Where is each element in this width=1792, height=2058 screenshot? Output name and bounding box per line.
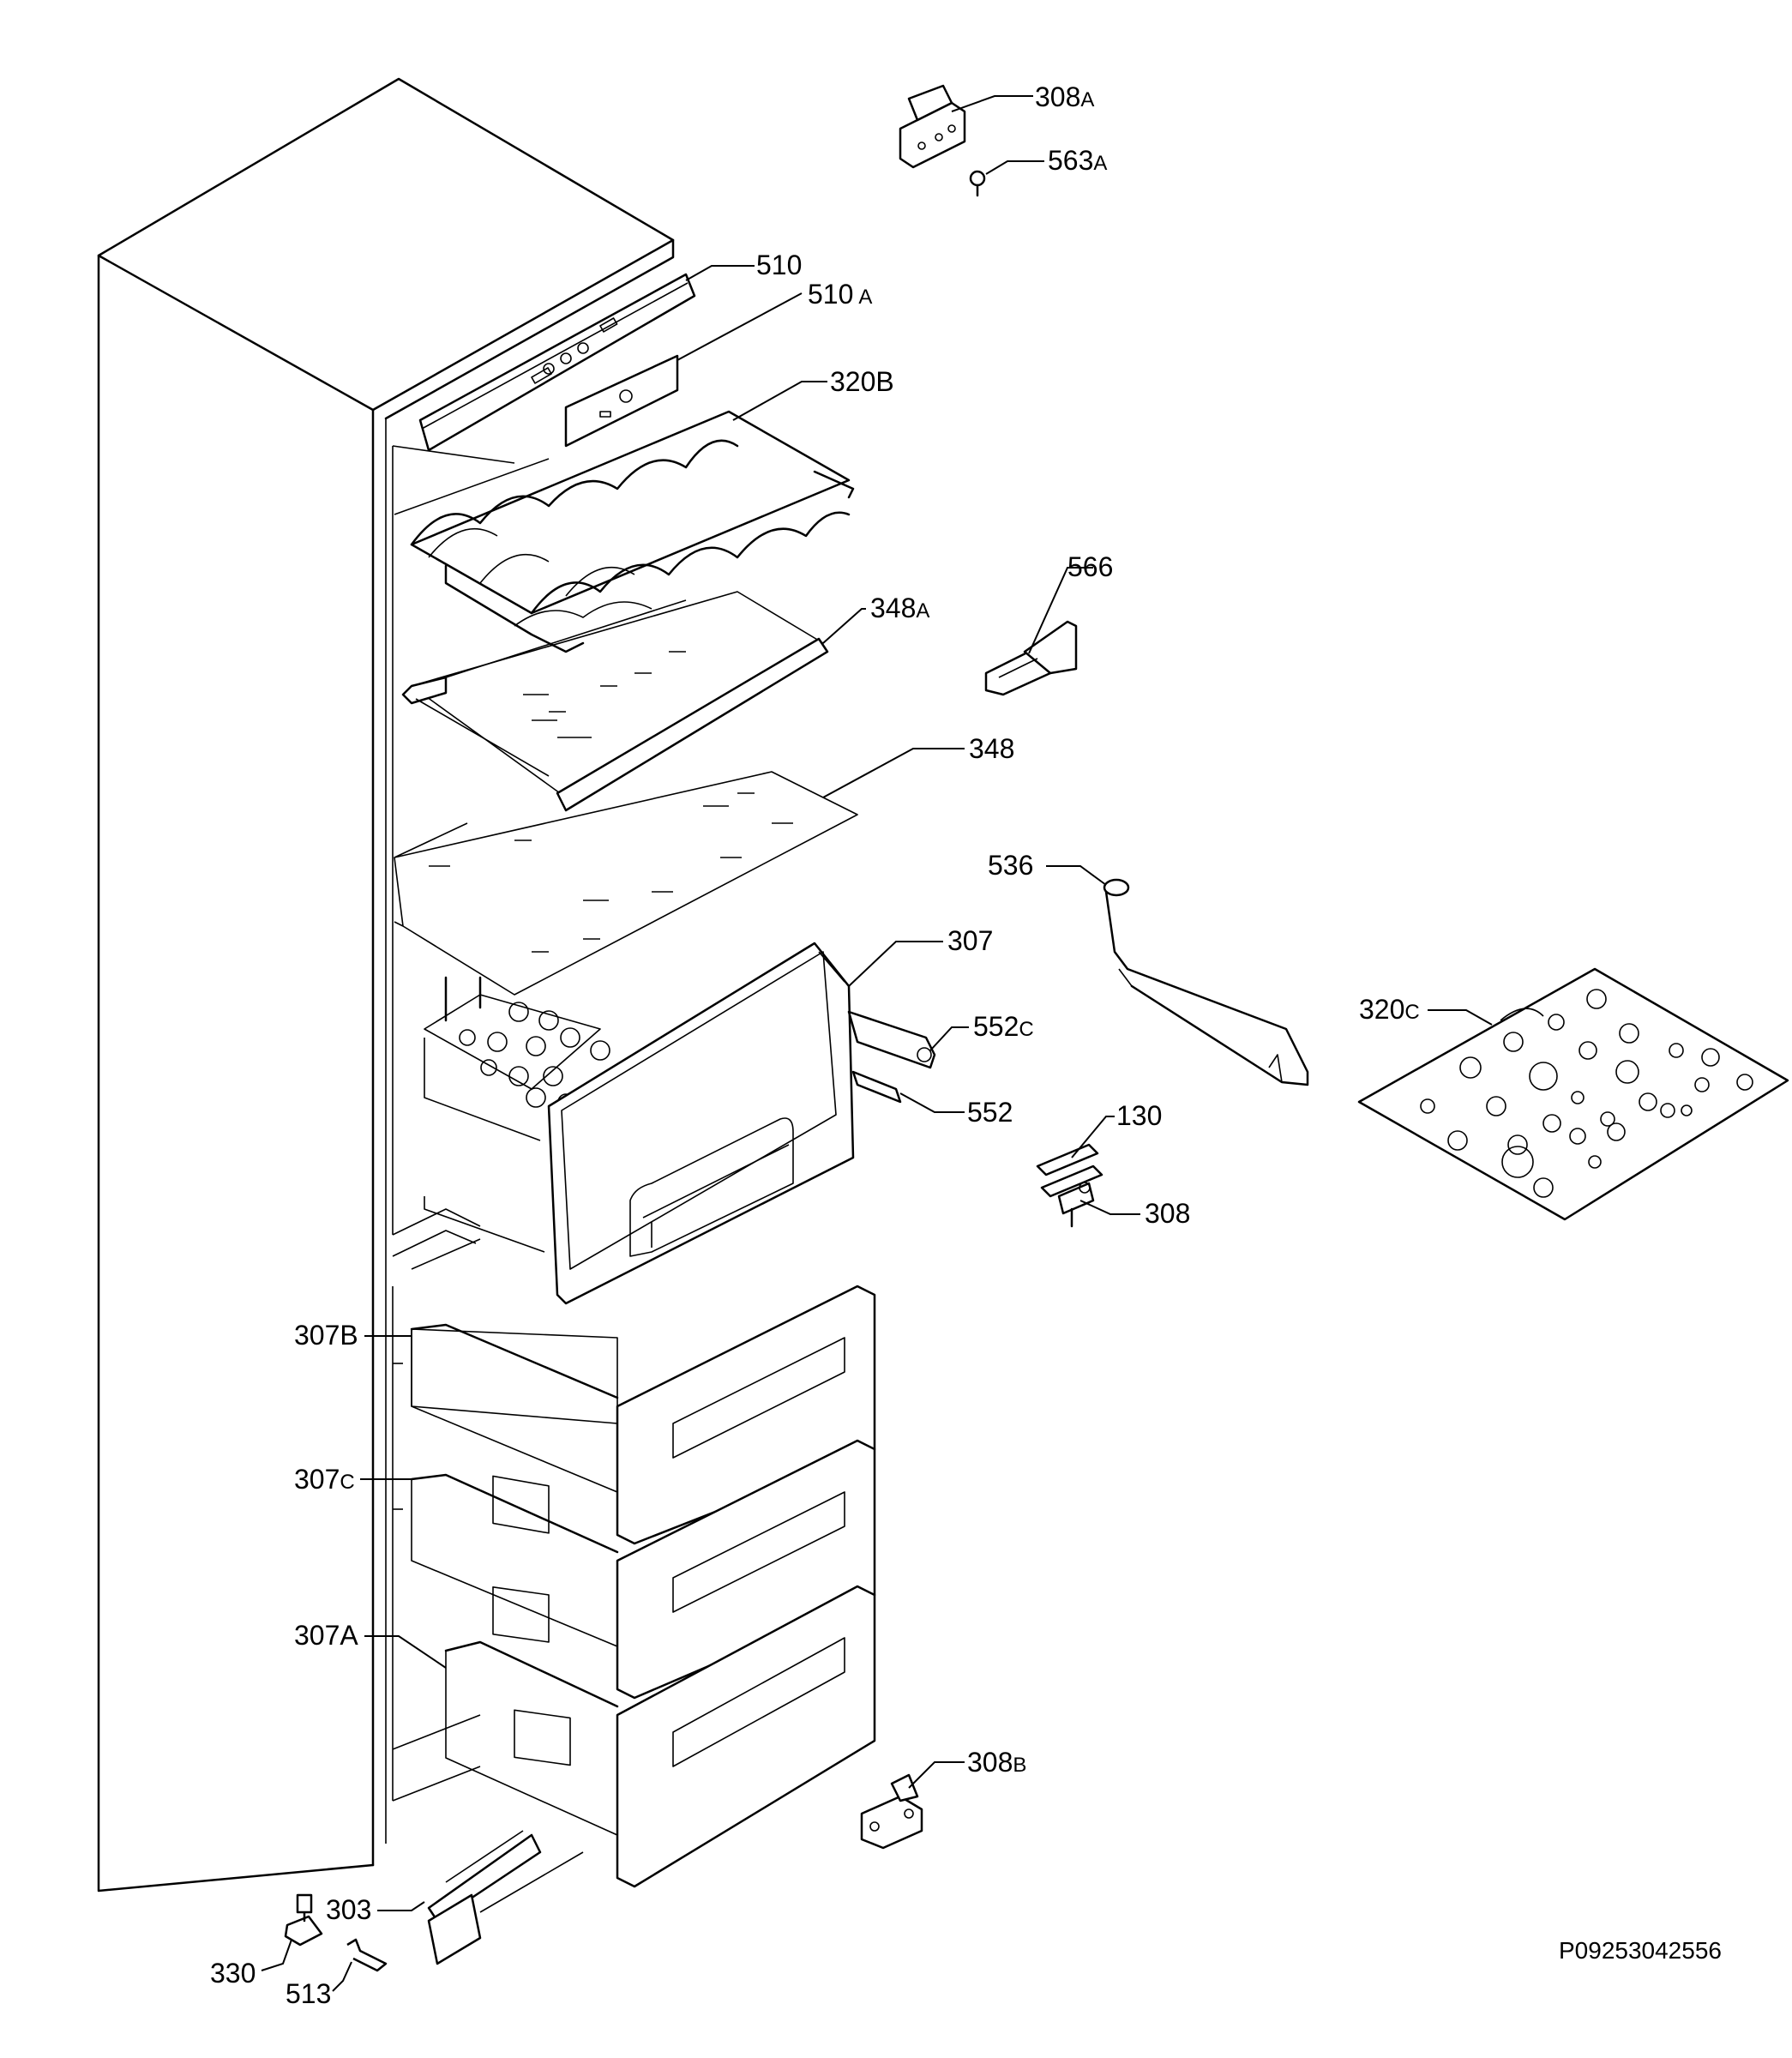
clip-566 — [984, 620, 1078, 696]
label-320c: 320C — [1359, 994, 1420, 1025]
label-513: 513 — [286, 1978, 331, 2009]
plate-holes — [1420, 989, 1753, 1198]
label-563a: 563A — [1048, 145, 1107, 176]
label-308a: 308A — [1035, 81, 1094, 112]
label-307b: 307B — [294, 1320, 358, 1351]
label-303: 303 — [326, 1894, 371, 1925]
rail-552 — [851, 1070, 902, 1104]
label-348a: 348A — [870, 593, 929, 623]
plinth-303 — [427, 1830, 584, 1965]
hinge-130-308 — [1036, 1143, 1103, 1228]
drawing-code: P09253042556 — [1559, 1937, 1722, 1964]
glass-shelf-348a — [401, 591, 829, 812]
label-552c: 552C — [973, 1011, 1034, 1042]
label-307a: 307A — [294, 1620, 358, 1651]
hinge-308b — [860, 1773, 923, 1850]
freezer-plate-320c — [1357, 967, 1789, 1221]
label-307: 307 — [947, 925, 993, 956]
label-308b: 308B — [967, 1747, 1026, 1778]
label-330: 330 — [210, 1958, 256, 1989]
screw-563a — [969, 170, 986, 197]
drawer-307a — [444, 1585, 876, 1888]
drawer-307b — [410, 1285, 876, 1545]
label-552: 552 — [967, 1097, 1013, 1128]
label-308: 308 — [1145, 1198, 1190, 1229]
label-130: 130 — [1116, 1100, 1162, 1131]
divider-536 — [1103, 878, 1309, 1086]
label-320b: 320B — [830, 366, 894, 397]
label-348: 348 — [969, 733, 1014, 764]
label-307c: 307C — [294, 1464, 355, 1495]
glass-shelf-348 — [394, 771, 858, 996]
label-566: 566 — [1067, 551, 1113, 582]
control-panel-510 — [418, 273, 696, 452]
label-510: 510 — [756, 250, 802, 280]
bracket-513 — [346, 1938, 388, 1972]
label-536: 536 — [988, 850, 1033, 881]
drawer-307 — [424, 942, 855, 1305]
fridge-cabinet — [97, 77, 675, 1893]
rail-552c — [847, 1010, 936, 1069]
hinge-308a — [899, 84, 966, 169]
wine-rack-320b — [410, 410, 855, 653]
leader-lines — [261, 95, 1493, 1992]
control-cover-510a — [564, 354, 679, 448]
foot-330 — [284, 1893, 323, 1947]
